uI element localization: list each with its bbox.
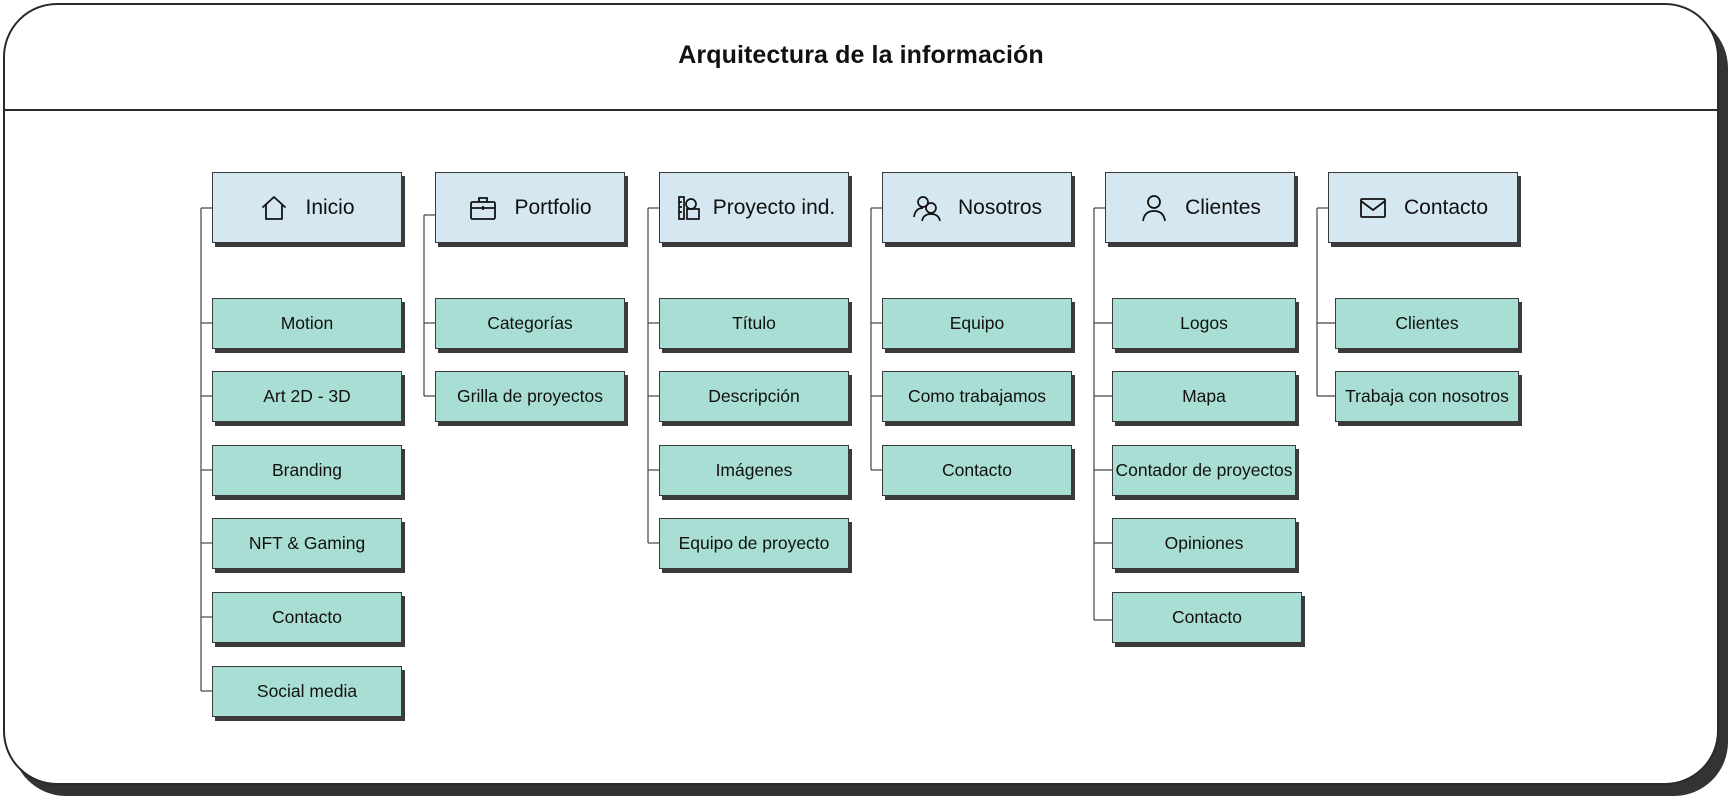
section-header-label: Contacto	[1403, 195, 1489, 219]
section-item: Branding	[212, 445, 402, 496]
section-item: Motion	[212, 298, 402, 349]
home-icon	[259, 193, 289, 223]
section-item: Trabaja con nosotros	[1335, 371, 1519, 422]
section-item: Equipo de proyecto	[659, 518, 849, 569]
section-item: Descripción	[659, 371, 849, 422]
section-header-nosotros: Nosotros	[882, 172, 1072, 243]
section-header-proyecto-ind: Proyecto ind.	[659, 172, 849, 243]
section-item: Categorías	[435, 298, 625, 349]
section-header-label: Nosotros	[957, 195, 1043, 219]
mail-icon	[1358, 193, 1388, 223]
section-item: Contacto	[882, 445, 1072, 496]
user-icon	[1139, 193, 1169, 223]
section-item: Contacto	[212, 592, 402, 643]
section-item: Social media	[212, 666, 402, 717]
section-item: Como trabajamos	[882, 371, 1072, 422]
section-header-label: Portfolio	[514, 195, 592, 219]
title-divider	[5, 109, 1717, 111]
section-item: Art 2D - 3D	[212, 371, 402, 422]
section-item: Contador de proyectos	[1112, 445, 1296, 496]
users-icon	[912, 193, 942, 223]
section-item: Clientes	[1335, 298, 1519, 349]
section-item: NFT & Gaming	[212, 518, 402, 569]
section-header-label: Inicio	[305, 195, 355, 219]
section-item: Opiniones	[1112, 518, 1296, 569]
section-item: Equipo	[882, 298, 1072, 349]
section-item: Logos	[1112, 298, 1296, 349]
page-title: Arquitectura de la información	[678, 41, 1044, 69]
section-header-label: Proyecto ind.	[712, 195, 836, 219]
section-header-inicio: Inicio	[212, 172, 402, 243]
section-header-label: Clientes	[1185, 195, 1261, 219]
section-item: Contacto	[1112, 592, 1302, 643]
section-header-contacto: Contacto	[1328, 172, 1518, 243]
design-tools-icon	[673, 193, 703, 223]
section-item: Grilla de proyectos	[435, 371, 625, 422]
section-item: Título	[659, 298, 849, 349]
section-item: Mapa	[1112, 371, 1296, 422]
section-header-clientes: Clientes	[1105, 172, 1295, 243]
section-item: Imágenes	[659, 445, 849, 496]
briefcase-icon	[468, 193, 498, 223]
section-header-portfolio: Portfolio	[435, 172, 625, 243]
